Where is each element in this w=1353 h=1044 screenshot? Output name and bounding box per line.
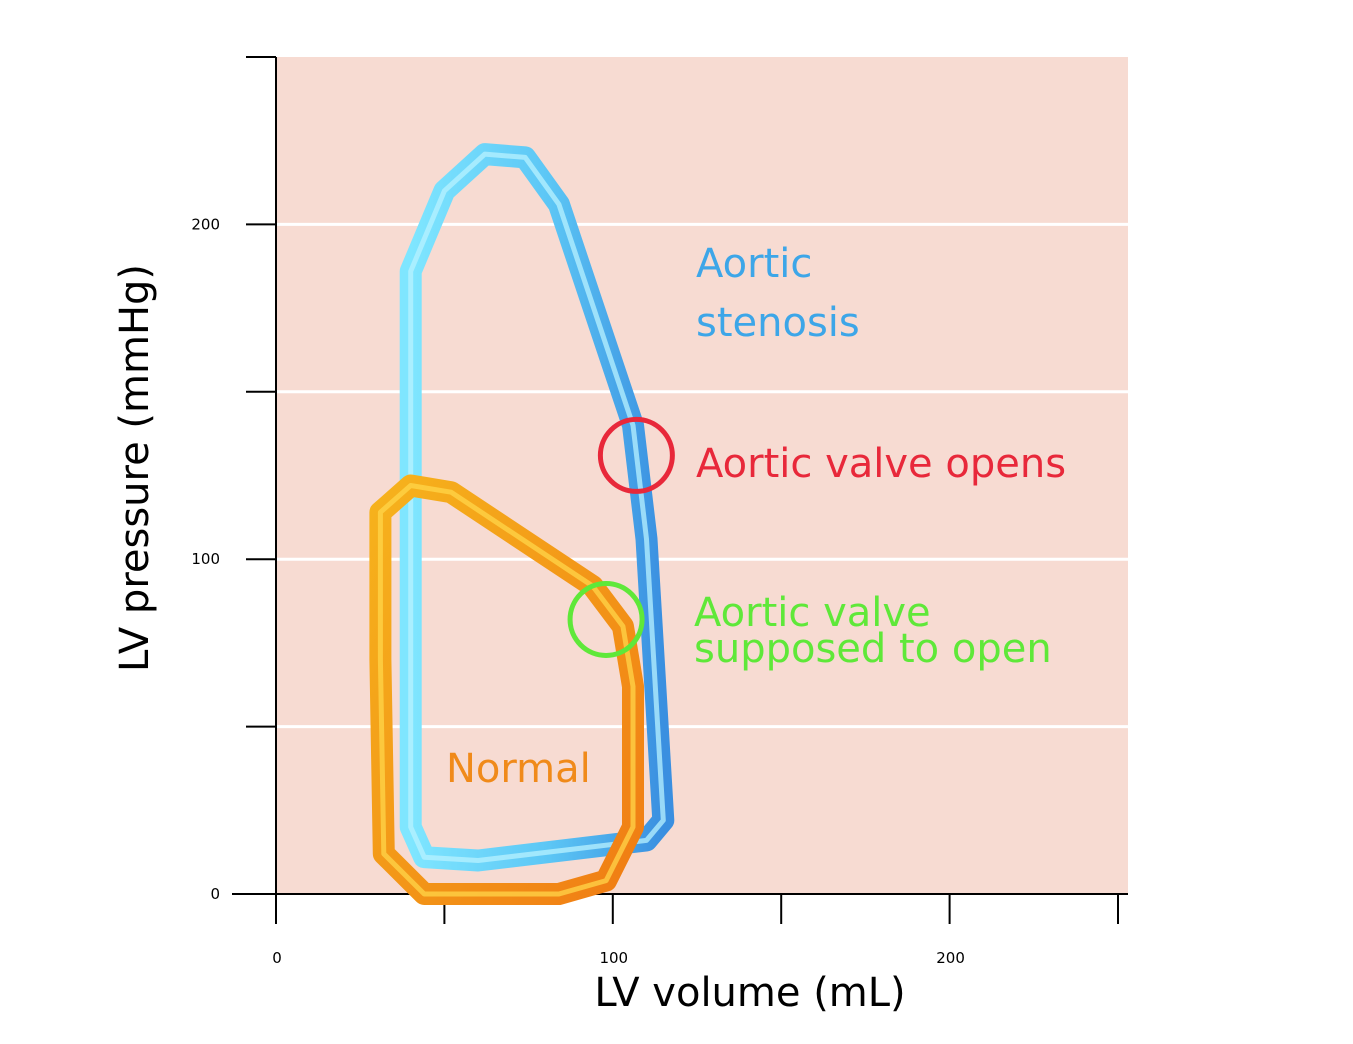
x-axis-title: LV volume (mL) (594, 970, 905, 1016)
y-tick-label-0: 0 (210, 885, 220, 903)
valve-markers (567, 416, 675, 658)
marker-aortic-valve-opens (597, 416, 675, 494)
x-tick-label-200: 200 (936, 949, 965, 967)
series-layer (369, 143, 675, 905)
annotation-stenosis-line2: stenosis (696, 300, 860, 346)
series-normal-highlight (377, 483, 636, 897)
axes: 0 100 200 0 100 200 (191, 56, 1128, 967)
x-tick-label-100: 100 (599, 949, 628, 967)
annotation-normal: Normal (446, 746, 591, 792)
series-aortic-stenosis-highlight (408, 151, 666, 863)
marker-aortic-valve-supposed-to-open (567, 580, 645, 658)
y-tick-label-200: 200 (191, 215, 220, 233)
annotation-stenosis-line1: Aortic (696, 241, 812, 287)
annotation-supposed-line2: supposed to open (694, 626, 1052, 672)
annotation-valve-opens: Aortic valve opens (696, 441, 1066, 487)
annotation-supposed-line1: Aortic valve (694, 590, 931, 636)
y-axis-title: LV pressure (mmHg) (112, 264, 158, 672)
y-tick-label-100: 100 (191, 550, 220, 568)
x-tick-label-0: 0 (272, 949, 282, 967)
